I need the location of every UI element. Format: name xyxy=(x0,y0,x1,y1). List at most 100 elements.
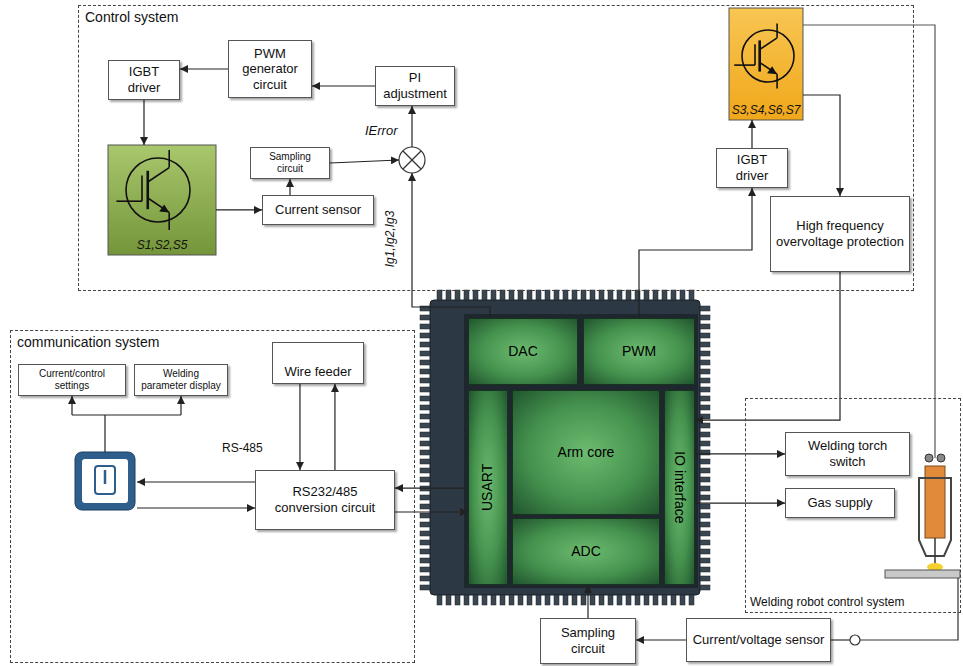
arrow xyxy=(137,481,255,482)
chip-pin xyxy=(554,595,559,605)
chip-pin xyxy=(653,595,658,605)
chip-pin xyxy=(545,595,550,605)
chip-pin xyxy=(581,595,586,605)
connector xyxy=(395,511,468,512)
chip-pin xyxy=(700,351,710,356)
chip-pin xyxy=(700,324,710,329)
chip-pin xyxy=(700,387,710,392)
chip-pin xyxy=(420,540,430,545)
chip-pin xyxy=(420,324,430,329)
chip-pin xyxy=(635,595,640,605)
chip-pin xyxy=(563,595,568,605)
connector xyxy=(695,503,785,504)
signal-name: Ig1,Ig2,Ig3 xyxy=(383,211,397,268)
chip-pin xyxy=(689,595,694,605)
node-label: IError xyxy=(365,123,398,139)
connector xyxy=(330,160,399,163)
communication-region: communication systemCurrent/control sett… xyxy=(10,330,415,663)
display-box: Welding parameter display xyxy=(134,364,228,396)
chip-pin xyxy=(420,432,430,437)
chip-pin xyxy=(644,595,649,605)
node-label: Welding torch switch xyxy=(790,438,905,469)
dac-block: DAC xyxy=(468,318,578,385)
switch-group: S3,S4,S6,S7 xyxy=(729,8,803,120)
pi-box: PI adjustment xyxy=(375,66,455,106)
symbol-stroke xyxy=(760,63,777,75)
connector xyxy=(412,173,490,318)
sampling-box: Sampling circuit xyxy=(540,618,636,664)
node-label: Arm core xyxy=(558,444,615,461)
chip-pin xyxy=(700,441,710,446)
chip-pin xyxy=(700,378,710,383)
converter-box: RS232/485 conversion circuit xyxy=(255,470,395,530)
node-label: USART xyxy=(480,464,497,511)
chip-pin xyxy=(420,567,430,572)
chip-pin xyxy=(420,378,430,383)
connector xyxy=(289,179,290,195)
chip-pin xyxy=(671,595,676,605)
driver-box: IGBT driver xyxy=(716,148,788,188)
chip-pin xyxy=(644,290,649,300)
chip-pin xyxy=(420,531,430,536)
usart-block: USART xyxy=(468,390,508,585)
chip-pin xyxy=(700,558,710,563)
symbol-circle xyxy=(742,30,794,82)
connector xyxy=(334,384,335,470)
chip-pin xyxy=(527,595,532,605)
chip-pin xyxy=(437,595,442,605)
symbol-arrow xyxy=(159,204,169,212)
workpiece xyxy=(885,570,960,578)
node-label: PWM generator circuit xyxy=(233,46,307,93)
chip-pin xyxy=(700,423,710,428)
chip-pin xyxy=(491,290,496,300)
chip-die xyxy=(464,314,698,588)
chip-pin xyxy=(617,595,622,605)
chip-pin xyxy=(545,290,550,300)
switch-block-green xyxy=(108,145,216,255)
node-label: Current/voltage sensor xyxy=(693,632,825,648)
symbol-circle xyxy=(126,158,190,222)
mcu-chip xyxy=(420,290,710,605)
chip-pin xyxy=(572,290,577,300)
wire xyxy=(104,415,105,452)
chip-pin xyxy=(689,290,694,300)
chip-pin xyxy=(420,351,430,356)
sensor-box: Current/voltage sensor xyxy=(686,618,831,662)
chip-pin xyxy=(420,342,430,347)
chip-pin xyxy=(700,468,710,473)
bus-name: RS-485 xyxy=(222,441,263,455)
chip-pin xyxy=(700,576,710,581)
robot-region: Welding robot control systemWelding torc… xyxy=(745,398,961,613)
symbol-stroke xyxy=(148,198,169,212)
chip-pin xyxy=(700,522,710,527)
chip-pin xyxy=(420,513,430,518)
node-label: Welding parameter display xyxy=(139,368,223,392)
switch-group: S1,S2,S5 xyxy=(108,145,216,255)
chip-pin xyxy=(420,504,430,509)
symbol-stroke xyxy=(760,38,777,50)
junction-circle xyxy=(399,147,425,173)
gas-box: Gas supply xyxy=(785,488,895,518)
symbol-stroke xyxy=(754,44,756,65)
chip-pin xyxy=(500,595,505,605)
chip-pin xyxy=(420,495,430,500)
chip-pin xyxy=(626,290,631,300)
connector xyxy=(636,639,686,640)
chip-pin xyxy=(572,595,577,605)
connector xyxy=(180,68,228,69)
chip-pin xyxy=(536,290,541,300)
chip-pin xyxy=(420,558,430,563)
ground-cable xyxy=(860,578,958,640)
connector xyxy=(312,85,375,86)
igbt-symbol xyxy=(116,150,190,230)
chip-pin xyxy=(446,290,451,300)
chip-pin xyxy=(700,531,710,536)
chip-pin xyxy=(420,585,430,590)
chip-pin xyxy=(527,290,532,300)
chip-pin xyxy=(700,369,710,374)
chip-pin xyxy=(700,414,710,419)
chip-pin xyxy=(700,477,710,482)
connector xyxy=(639,188,752,318)
chip-pin xyxy=(420,387,430,392)
